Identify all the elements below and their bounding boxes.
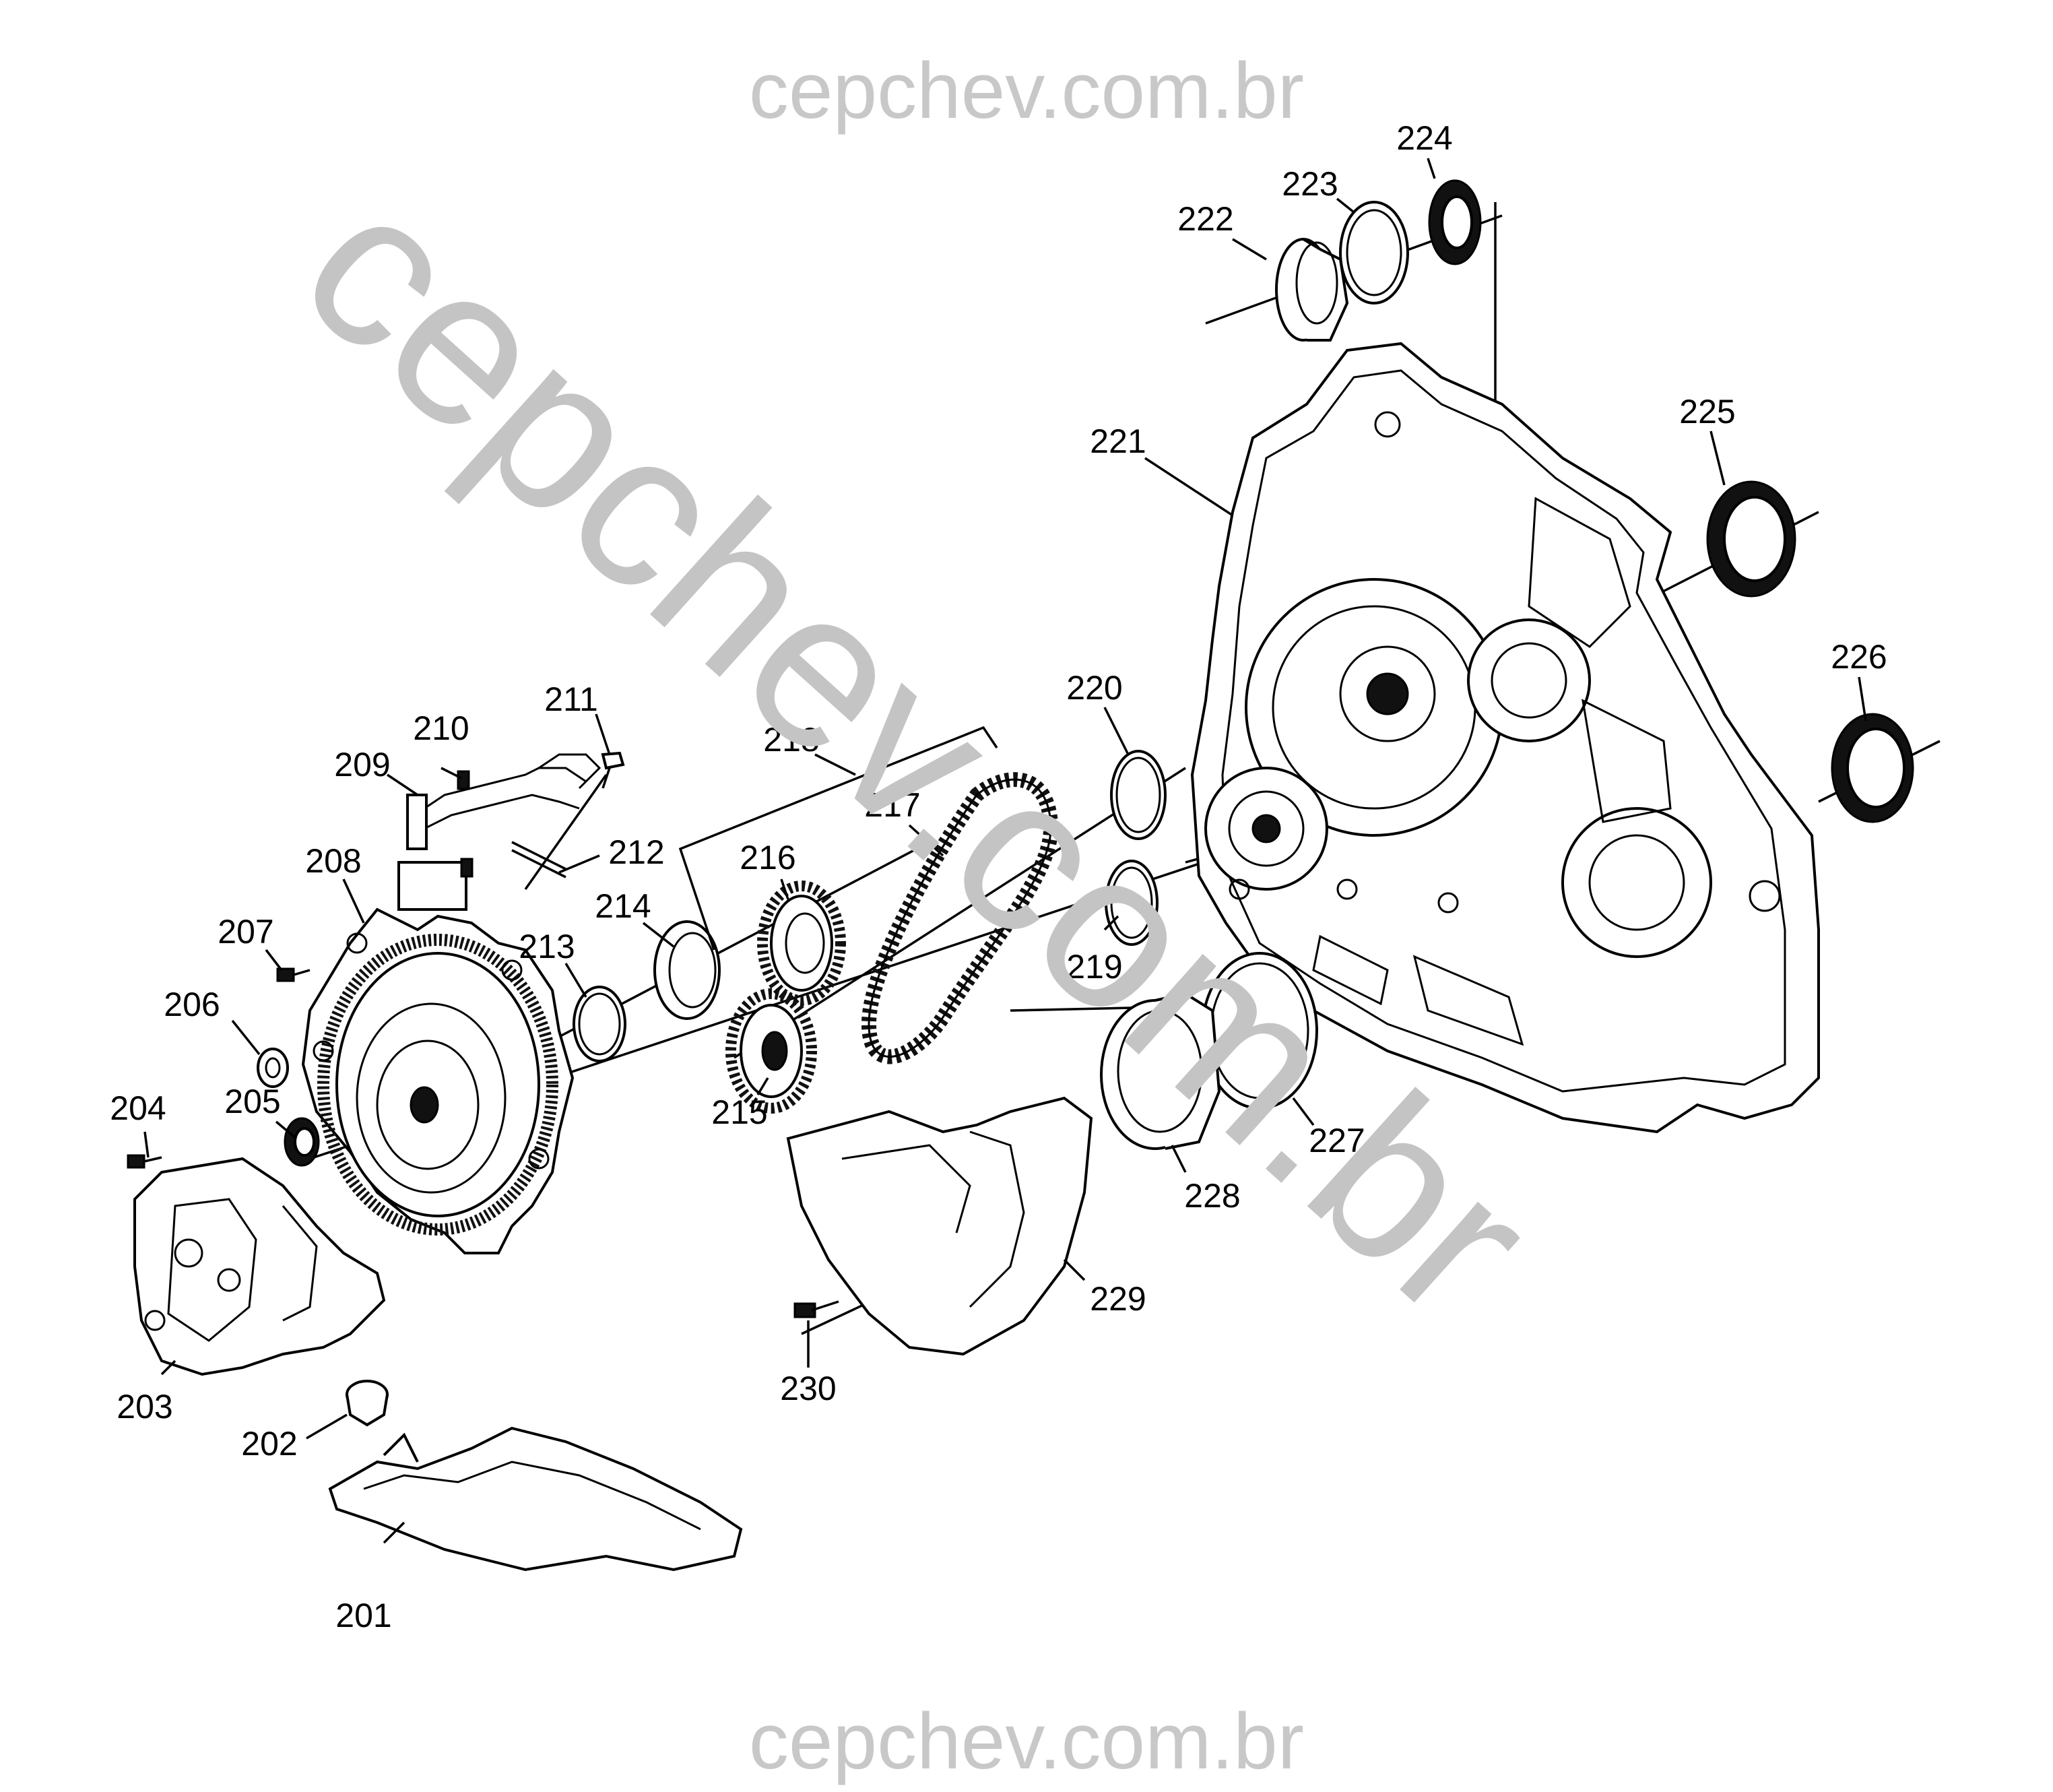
callout-222: 222 [1177,200,1233,238]
callout-220: 220 [1066,669,1122,707]
seal-205 [284,1117,320,1167]
kit-bracket-218 [678,726,998,951]
bearing-race-228 [1100,992,1221,1150]
callout-226: 226 [1831,638,1887,676]
callout-215: 215 [711,1093,767,1131]
seal-202 [346,1380,389,1427]
leader-lines [143,158,1867,1544]
bolt-204 [127,1154,162,1169]
callout-221: 221 [1090,422,1146,460]
callout-207: 207 [218,913,273,951]
callout-202: 202 [241,1425,297,1463]
callout-224: 224 [1396,119,1452,157]
shim-ring-223 [1339,201,1409,305]
callout-201: 201 [335,1597,391,1634]
transmission-case [1190,342,1820,1134]
callout-209: 209 [334,746,390,783]
bolt-230 [793,1300,839,1318]
torque-converter-208 [301,907,575,1254]
seal-224 [1428,179,1482,265]
seal-225 [1706,480,1796,598]
drive-sprocket-216 [757,881,846,1006]
o-ring-206 [257,1048,289,1088]
drive-chain-217 [861,772,1059,1064]
callout-204: 204 [110,1089,166,1127]
callout-206: 206 [164,986,220,1023]
callout-216: 216 [740,839,795,876]
callout-225: 225 [1679,393,1735,430]
callout-229: 229 [1090,1280,1146,1318]
callout-223: 223 [1282,165,1338,203]
callout-203: 203 [117,1388,172,1426]
watermark-top: cepchev.com.br [749,46,1304,135]
callout-205: 205 [224,1083,280,1120]
callout-217: 217 [864,786,920,824]
callout-213: 213 [519,928,575,965]
snap-ring-219 [1105,860,1159,946]
callout-214: 214 [595,887,651,925]
callout-208: 208 [305,842,361,880]
callout-218: 218 [763,721,819,759]
pin-211 [601,751,625,789]
watermark-bottom: cepchev.com.br [749,1697,1304,1786]
callout-212: 212 [608,833,664,871]
callout-210: 210 [413,709,469,747]
callout-labels: 201 202 203 204 205 206 207 208 209 210 … [110,119,1887,1634]
filter-201 [328,1426,743,1572]
oil-pump-203 [133,1157,386,1376]
pipe-assembly-209 [397,753,601,911]
bearing-cup-222 [1275,238,1349,342]
callout-230: 230 [780,1370,836,1407]
pin-212 [511,841,566,878]
callout-227: 227 [1309,1122,1365,1159]
shield-229 [786,1096,1093,1356]
snap-ring-213 [573,986,626,1062]
callout-228: 228 [1184,1177,1240,1215]
driven-sprocket-215 [725,988,817,1114]
bolt-207 [276,967,311,982]
seal-226 [1831,713,1914,823]
callout-211: 211 [544,680,598,718]
snap-ring-220 [1110,750,1167,840]
bolt-210 [457,770,474,878]
callout-219: 219 [1066,948,1122,986]
